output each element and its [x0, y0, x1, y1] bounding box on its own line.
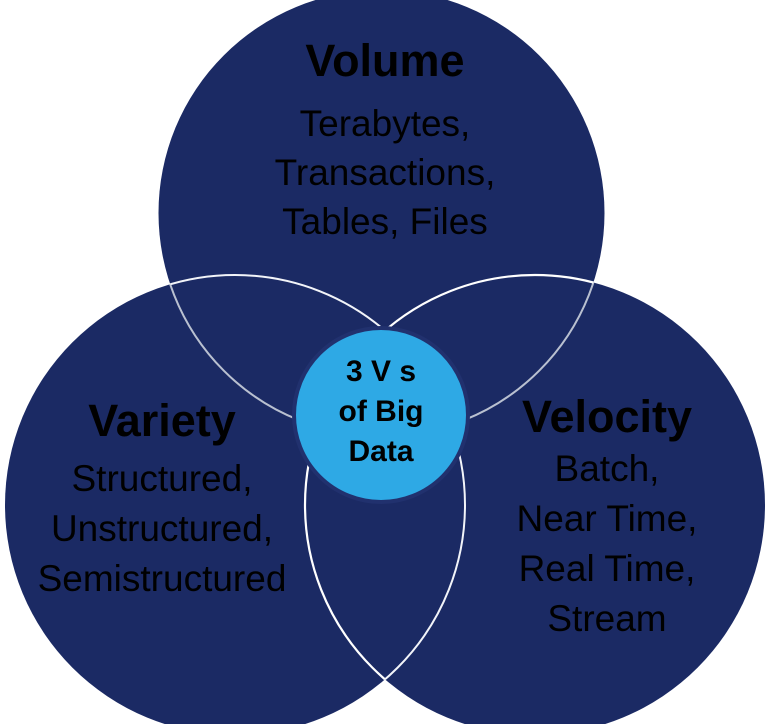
- velocity-items: Batch, Near Time, Real Time, Stream: [517, 444, 698, 644]
- velocity-item: Real Time,: [518, 548, 696, 589]
- variety-item: Structured,: [71, 458, 253, 499]
- center-line: Data: [348, 435, 414, 468]
- velocity-label-block: Velocity Batch, Near Time, Real Time, St…: [517, 390, 698, 644]
- velocity-item: Batch,: [554, 448, 660, 489]
- volume-label-block: Volume Terabytes, Transactions, Tables, …: [275, 34, 496, 246]
- center-line: 3 V s: [345, 355, 417, 388]
- velocity-item: Stream: [547, 598, 667, 639]
- variety-item: Unstructured,: [50, 508, 274, 549]
- volume-title: Volume: [305, 35, 465, 86]
- center-line: of Big: [338, 395, 424, 428]
- velocity-outline-arc: [303, 273, 605, 724]
- variety-label-block: Variety Structured, Unstructured, Semist…: [38, 394, 287, 604]
- velocity-title: Velocity: [521, 391, 693, 442]
- volume-item: Transactions,: [274, 152, 496, 193]
- center-label-block: 3 V s of Big Data: [339, 352, 424, 472]
- variety-item: Semistructured: [37, 558, 287, 599]
- volume-item: Tables, Files: [282, 201, 488, 242]
- velocity-item: Near Time,: [516, 498, 698, 539]
- volume-item: Terabytes,: [299, 103, 471, 144]
- variety-title: Variety: [88, 395, 236, 446]
- variety-outline-arc: [158, 274, 466, 724]
- volume-items: Terabytes, Transactions, Tables, Files: [275, 99, 496, 246]
- variety-items: Structured, Unstructured, Semistructured: [38, 454, 287, 604]
- center-circle: [292, 326, 470, 504]
